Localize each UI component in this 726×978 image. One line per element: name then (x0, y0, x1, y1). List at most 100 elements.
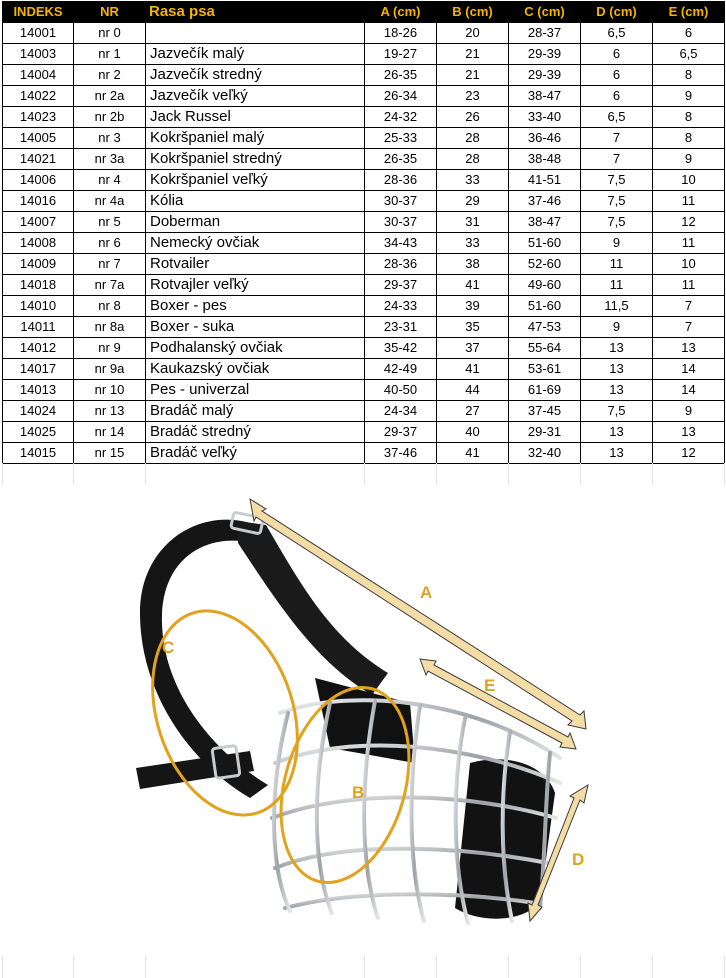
cell-e: 14 (652, 379, 725, 401)
wire-cage (270, 698, 562, 925)
cell-c: 51-60 (508, 295, 581, 317)
cell-b: 27 (436, 400, 509, 422)
cell-a: 24-34 (364, 400, 437, 422)
cell-c: 53-61 (508, 358, 581, 380)
cell-d: 7,5 (580, 169, 653, 191)
cell-nr: nr 15 (73, 442, 146, 464)
cell-e: 12 (652, 211, 725, 233)
cell-b: 29 (436, 190, 509, 212)
side-strap (136, 751, 254, 789)
cell-d: 11 (580, 253, 653, 275)
label-b: B (352, 783, 364, 802)
cell-a: 30-37 (364, 211, 437, 233)
header-rasa-psa: Rasa psa (145, 1, 365, 23)
cell-a: 25-33 (364, 127, 437, 149)
cell-b: 28 (436, 127, 509, 149)
cell-rasa-psa: Bradáč veľký (145, 442, 365, 464)
cell-d: 6,5 (580, 22, 653, 44)
cell-d: 13 (580, 379, 653, 401)
cell-d: 13 (580, 421, 653, 443)
dimension-c-ring (151, 609, 299, 817)
cell-nr: nr 14 (73, 421, 146, 443)
cell-e: 14 (652, 358, 725, 380)
cell-nr: nr 0 (73, 22, 146, 44)
cell-a: 40-50 (364, 379, 437, 401)
cell-rasa-psa (145, 22, 365, 44)
cell-indeks: 14021 (2, 148, 74, 170)
cell-indeks: 14017 (2, 358, 74, 380)
cell-nr: nr 8a (73, 316, 146, 338)
cell-c: 37-46 (508, 190, 581, 212)
cell-nr: nr 3a (73, 148, 146, 170)
cell-c: 52-60 (508, 253, 581, 275)
cell-indeks: 14024 (2, 400, 74, 422)
cell-rasa-psa: Rotvajler veľký (145, 274, 365, 296)
cell-indeks: 14013 (2, 379, 74, 401)
cell-c: 61-69 (508, 379, 581, 401)
cell-d: 6 (580, 43, 653, 65)
header-nr: NR (73, 1, 146, 23)
cell-e: 7 (652, 316, 725, 338)
cell-nr: nr 7 (73, 253, 146, 275)
cell-d: 6 (580, 64, 653, 86)
cell-a: 29-37 (364, 421, 437, 443)
arrow-d-icon (527, 783, 589, 923)
header-indeks: INDEKS (2, 1, 74, 23)
cell-indeks: 14006 (2, 169, 74, 191)
cell-b: 21 (436, 64, 509, 86)
cell-d: 7,5 (580, 211, 653, 233)
cell-c: 55-64 (508, 337, 581, 359)
cell-c: 37-45 (508, 400, 581, 422)
cell-a: 28-36 (364, 253, 437, 275)
cell-rasa-psa: Kólia (145, 190, 365, 212)
cell-e: 8 (652, 127, 725, 149)
header-d-cm: D (cm) (580, 1, 653, 23)
cell-rasa-psa: Rotvailer (145, 253, 365, 275)
cell-c: 51-60 (508, 232, 581, 254)
cell-rasa-psa: Kokršpaniel stredný (145, 148, 365, 170)
cell-indeks: 14022 (2, 85, 74, 107)
cell-b: 26 (436, 106, 509, 128)
cell-b: 33 (436, 169, 509, 191)
cell-nr: nr 10 (73, 379, 146, 401)
cell-b: 44 (436, 379, 509, 401)
cell-e: 12 (652, 442, 725, 464)
cell-rasa-psa: Jazvečík veľký (145, 85, 365, 107)
cell-d: 9 (580, 316, 653, 338)
cell-a: 18-26 (364, 22, 437, 44)
cell-b: 39 (436, 295, 509, 317)
top-strap (238, 521, 388, 695)
arrow-a-icon (249, 497, 587, 730)
cell-e: 8 (652, 64, 725, 86)
cell-nr: nr 2a (73, 85, 146, 107)
table-header-row: INDEKS NR Rasa psa A (cm) B (cm) C (cm) … (2, 1, 725, 23)
cell-rasa-psa: Kokršpaniel veľký (145, 169, 365, 191)
cell-indeks: 14005 (2, 127, 74, 149)
cell-a: 19-27 (364, 43, 437, 65)
cell-e: 9 (652, 148, 725, 170)
cell-indeks: 14023 (2, 106, 74, 128)
cell-e: 13 (652, 337, 725, 359)
cell-indeks: 14011 (2, 316, 74, 338)
cell-d: 9 (580, 232, 653, 254)
cell-b: 31 (436, 211, 509, 233)
cell-a: 37-46 (364, 442, 437, 464)
cell-e: 8 (652, 106, 725, 128)
cell-d: 7 (580, 127, 653, 149)
label-c: C (162, 638, 174, 657)
